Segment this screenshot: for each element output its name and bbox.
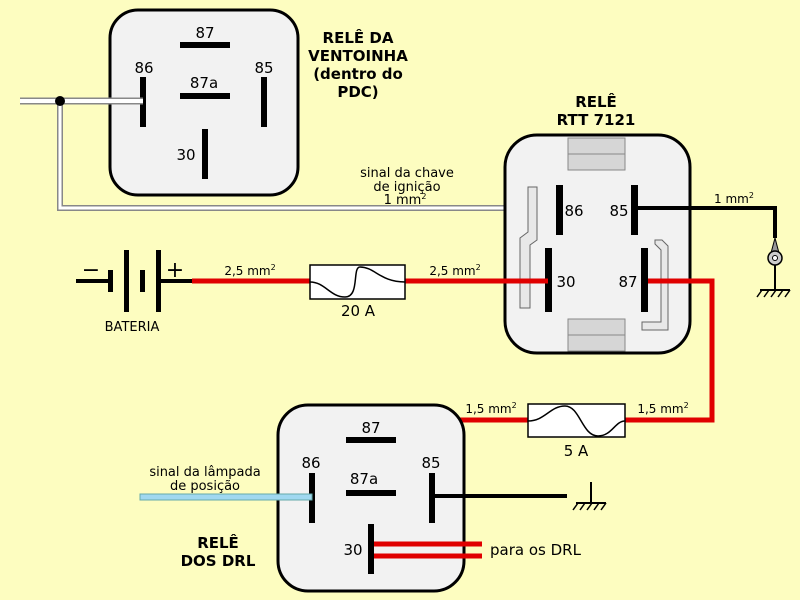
drl-output-wires [374, 541, 482, 559]
ground-wire-gauge: 1 mm2 [714, 191, 754, 206]
ignition-label-line2: de ignição [373, 180, 440, 195]
wire-fuse-relay-gauge: 2,5 mm2 [429, 263, 480, 278]
ignition-signal-label: sinal da chave de ignição 1 mm2 [360, 166, 454, 208]
rtt-relay-pin-87: 87 [618, 273, 637, 291]
drl-relay-title: RELÊ DOS DRL [181, 533, 256, 570]
fan-relay-title-line1: RELÊ DA [323, 28, 394, 47]
battery: − + BATERIA [76, 250, 192, 335]
fuse-5a: 5 A [527, 403, 626, 460]
fan-relay-title-line3: (dentro do [313, 65, 403, 83]
drl-output-label: para os DRL [490, 541, 582, 559]
junction-dot [55, 96, 65, 106]
wire-battery-fuse-gauge: 2,5 mm2 [224, 263, 275, 278]
fan-relay-pin-86: 86 [134, 59, 153, 77]
rtt-relay-title-line2: RTT 7121 [557, 111, 636, 129]
fan-relay-title: RELÊ DA VENTOINHA (dentro do PDC) [308, 28, 408, 101]
battery-plus-sign: + [166, 258, 184, 283]
fan-relay-title-line2: VENTOINHA [308, 47, 408, 65]
ignition-gauge: 1 mm2 [384, 192, 427, 208]
rtt-ground-wire [638, 206, 791, 298]
rtt-relay: 86 85 30 87 [503, 133, 692, 355]
fan-relay: 87 86 87a 85 30 [108, 8, 300, 197]
ignition-label-line1: sinal da chave [360, 166, 454, 181]
drl-relay-pin-87: 87 [361, 419, 380, 437]
drl-relay-pin-87a: 87a [350, 470, 378, 488]
position-lamp-wire [139, 493, 313, 501]
fuse-20a: 20 A [309, 264, 406, 320]
position-lamp-label: sinal da lâmpada de posição [149, 465, 260, 494]
rtt-relay-pin-86: 86 [564, 202, 583, 220]
fan-relay-pin-85: 85 [254, 59, 273, 77]
drl-relay-pin-86: 86 [301, 454, 320, 472]
wire-drl-left-gauge: 1,5 mm2 [465, 401, 516, 416]
position-lamp-label-line2: de posição [170, 479, 240, 494]
battery-minus-sign: − [82, 258, 100, 283]
ignition-signal-wire [20, 96, 558, 211]
rtt-relay-title: RELÊ RTT 7121 [557, 92, 636, 129]
rtt-relay-title-line1: RELÊ [575, 92, 617, 111]
fan-relay-pin-87a: 87a [190, 74, 218, 92]
fan-relay-pin-30: 30 [176, 146, 195, 164]
drl-ground-wire [432, 482, 607, 511]
fan-relay-pin-87: 87 [195, 24, 214, 42]
battery-label: BATERIA [105, 320, 160, 335]
drl-relay-pin-85: 85 [421, 454, 440, 472]
position-lamp-label-line1: sinal da lâmpada [149, 465, 260, 480]
rtt-relay-pin-85: 85 [609, 202, 628, 220]
fuse-20a-label: 20 A [341, 302, 376, 320]
rtt-relay-pin-30: 30 [556, 273, 575, 291]
fuse-5a-label: 5 A [564, 442, 589, 460]
fan-relay-title-line4: PDC) [337, 83, 378, 101]
drl-relay-title-line2: DOS DRL [181, 552, 256, 570]
drl-relay-title-line1: RELÊ [197, 533, 239, 552]
wire-drl-right-gauge: 1,5 mm2 [637, 401, 688, 416]
drl-relay-pin-30: 30 [343, 541, 362, 559]
